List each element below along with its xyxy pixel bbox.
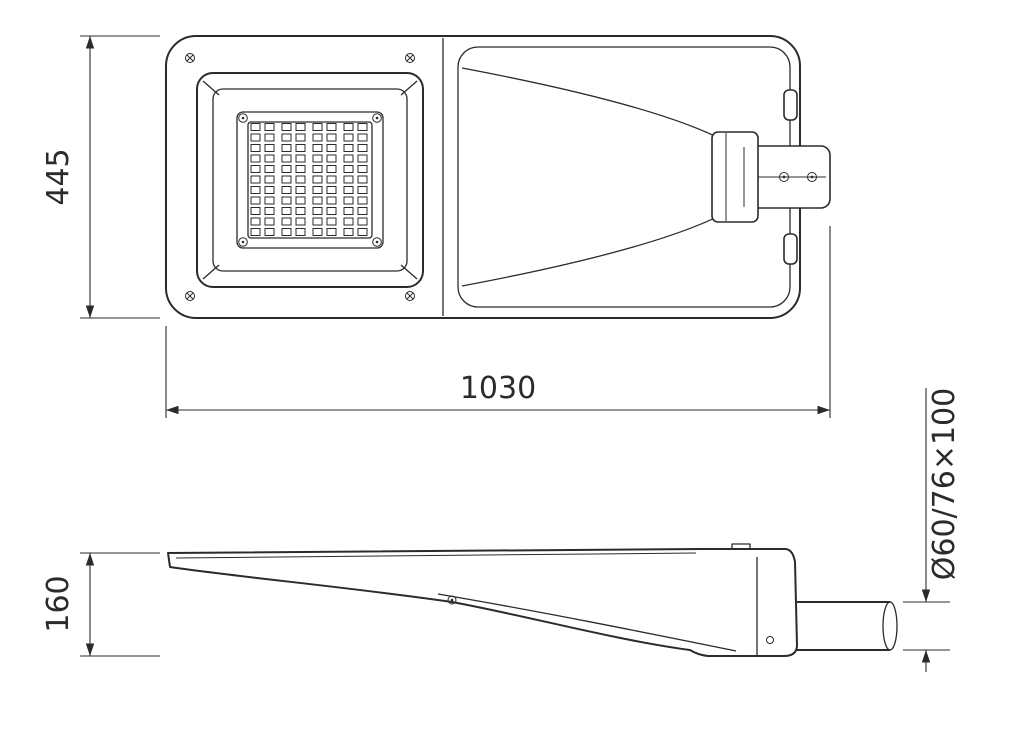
led-frame-bevels xyxy=(202,80,418,280)
taper-line-top xyxy=(461,67,735,147)
pipe-end-cap xyxy=(882,601,898,651)
lid-seam-line xyxy=(175,552,697,559)
led-grid xyxy=(248,122,372,238)
led-plate xyxy=(236,111,384,249)
top-view xyxy=(165,35,831,319)
clip-top xyxy=(783,89,798,121)
dimension-label-spigot: Ø60/76×100 xyxy=(927,388,962,580)
led-plate-screws xyxy=(238,113,382,247)
profile-outline xyxy=(167,548,798,657)
dimension-445: 445 xyxy=(41,35,160,319)
led-frame-mid xyxy=(212,88,408,272)
clip-bottom xyxy=(783,233,798,265)
clamp-bolt xyxy=(766,636,774,644)
led-frame-outer xyxy=(196,72,424,288)
side-view xyxy=(167,543,898,657)
dimensions: 445 1030 160 Ø60/76×100 xyxy=(41,35,962,672)
pivot-bolt xyxy=(447,595,457,605)
bracket-bolts xyxy=(779,172,817,182)
housing-corner-screws xyxy=(185,53,415,301)
dimension-160: 160 xyxy=(41,552,160,657)
mounting-bracket xyxy=(711,131,831,223)
dimension-spigot: Ø60/76×100 xyxy=(903,388,962,672)
dimension-label-1030: 1030 xyxy=(460,371,536,406)
dimension-1030: 1030 xyxy=(165,226,831,418)
lower-housing-seam xyxy=(437,593,737,652)
top-tab xyxy=(731,543,751,549)
taper-line-bottom xyxy=(461,207,735,287)
dimension-label-160: 160 xyxy=(41,575,76,632)
dimension-label-445: 445 xyxy=(41,148,76,205)
led-grid-border xyxy=(247,121,373,239)
mount-pipe xyxy=(797,601,898,651)
